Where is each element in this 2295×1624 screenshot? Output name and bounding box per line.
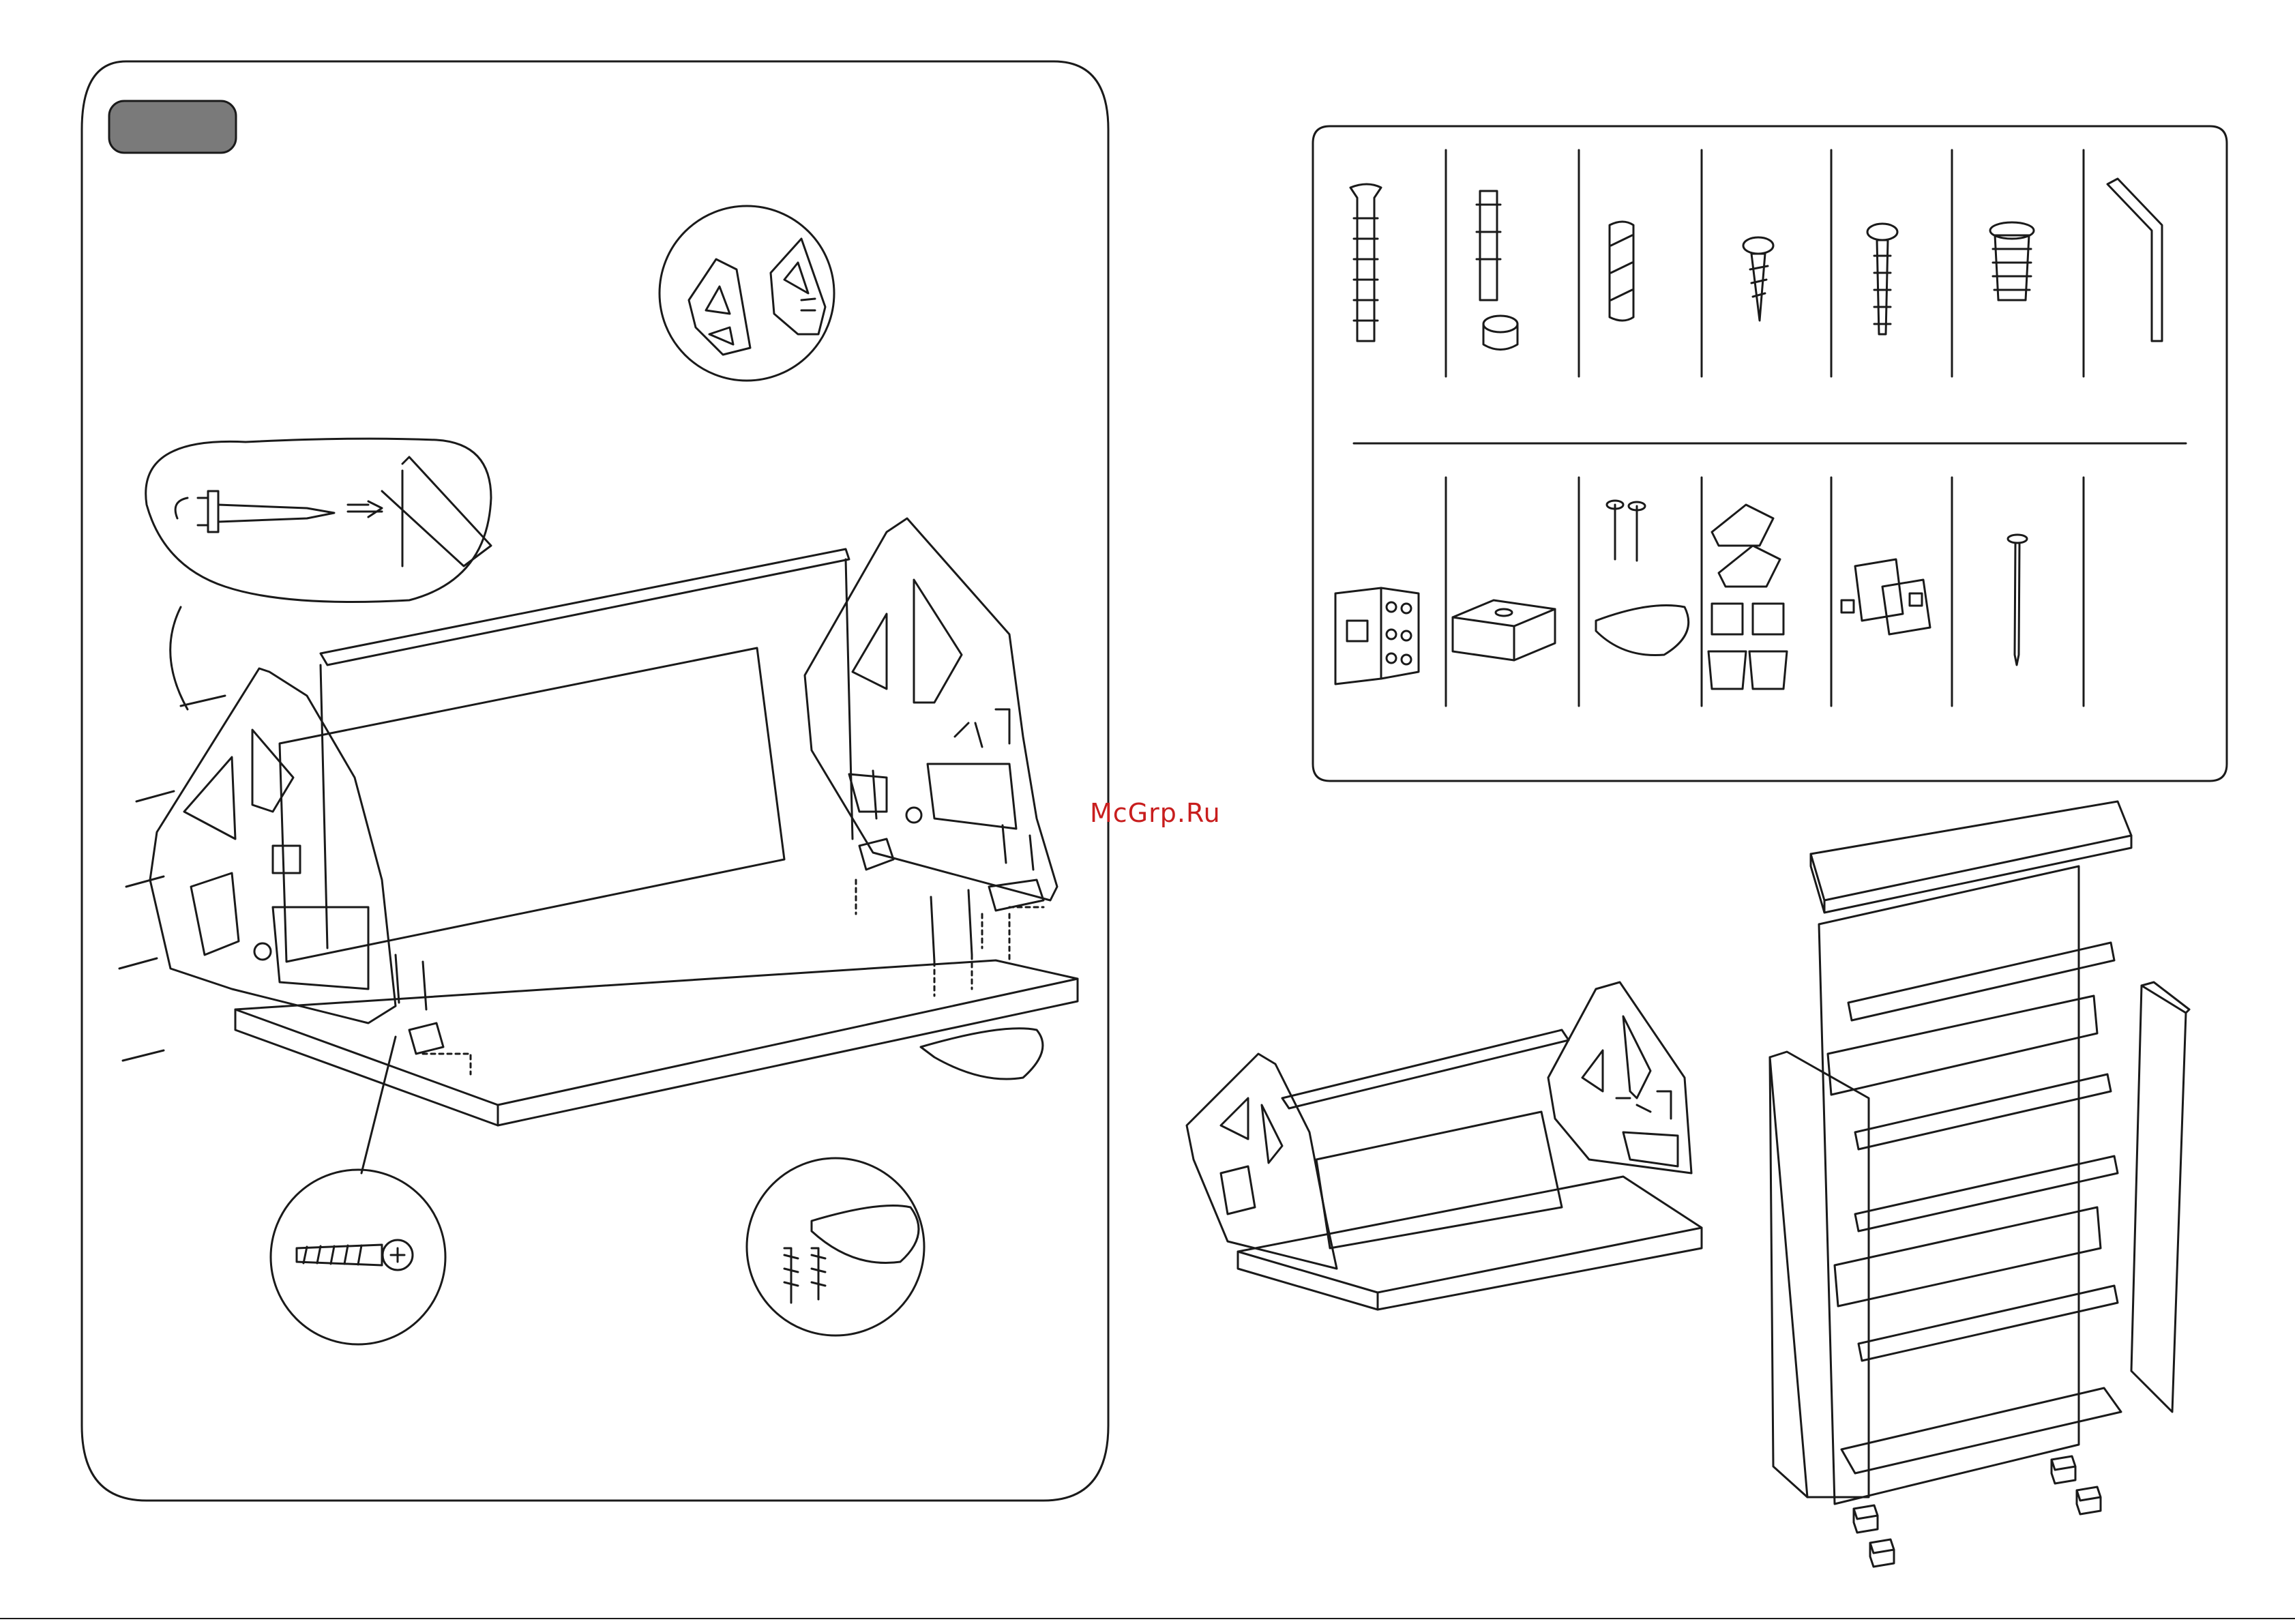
door-catch-icon bbox=[1841, 559, 1930, 634]
bracket-detail-callout bbox=[660, 206, 834, 381]
nail-icon bbox=[2008, 535, 2027, 665]
long-screw-icon bbox=[1867, 224, 1897, 334]
exploded-cabinet bbox=[1770, 801, 2189, 1567]
main-assembly bbox=[119, 518, 1078, 1173]
step-tab bbox=[109, 101, 236, 153]
handle-detail-callout bbox=[747, 1158, 924, 1335]
left-assembly-panel bbox=[82, 61, 1108, 1501]
watermark: McGrp.Ru bbox=[1090, 798, 1221, 828]
assembled-shoe-tray bbox=[1187, 982, 1702, 1310]
threaded-insert-icon bbox=[1990, 222, 2034, 300]
plastic-block-icon bbox=[1453, 600, 1555, 660]
corner-bracket-icon bbox=[1335, 588, 1419, 684]
allen-key-icon bbox=[2107, 179, 2162, 341]
shoe-rack-brackets-and-caps-icon bbox=[1708, 505, 1787, 689]
screw-insertion-callout bbox=[146, 439, 491, 709]
handle-with-screws-icon bbox=[1596, 501, 1689, 655]
cam-lock-bolt-icon bbox=[1477, 191, 1517, 350]
wooden-dowel-icon bbox=[1610, 222, 1633, 321]
confirmat-screw-icon bbox=[1350, 184, 1381, 341]
screw-detail-callout bbox=[271, 1170, 445, 1344]
short-screw-icon bbox=[1743, 237, 1773, 321]
parts-panel bbox=[1313, 126, 2227, 781]
